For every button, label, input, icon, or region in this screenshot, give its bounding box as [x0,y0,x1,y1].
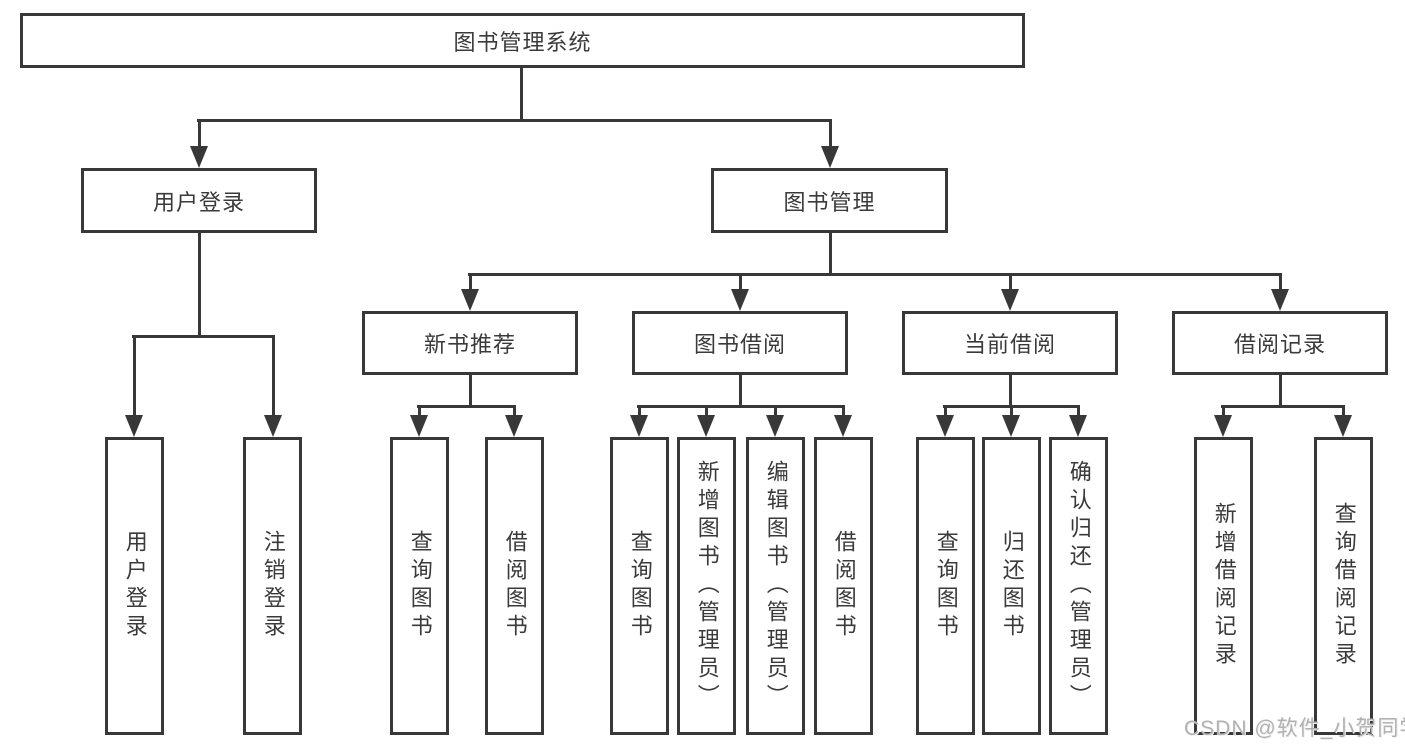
arrowhead-down-icon [697,415,715,437]
leaf-label: 新增借阅记录 [1211,502,1237,670]
arrowhead-down-icon [1334,415,1352,437]
leaf-label: 用户登录 [122,530,148,642]
leaf-label: 查询借阅记录 [1331,502,1357,670]
node-library-management-system: 图书管理系统 [20,13,1025,68]
node-leaf-add-book-admin: 新增图书（管理员） [677,437,736,735]
arrowhead-down-icon [1271,289,1289,311]
arrowhead-down-icon [1001,289,1019,311]
connector-vline [828,231,832,276]
connector-arrow-shaft [468,273,472,293]
arrowhead-down-icon [190,146,208,168]
connector-arrow-shaft [132,335,136,419]
connector-vline [738,373,742,408]
leaf-label: 借阅图书 [831,530,857,642]
connector-arrow-shaft [271,335,275,419]
arrowhead-down-icon [936,415,954,437]
connector-hline [468,273,1282,276]
leaf-label: 注销登录 [260,530,286,642]
node-leaf-user-login: 用户登录 [105,437,164,735]
connector-hline [197,119,832,122]
connector-vline [468,373,472,408]
arrowhead-down-icon [630,415,648,437]
arrowhead-down-icon [410,415,428,437]
arrowhead-down-icon [125,415,143,437]
node-current-borrow: 当前借阅 [902,311,1118,375]
arrowhead-down-icon [505,415,523,437]
connector-vline [197,231,201,338]
connector-vline [1278,373,1282,408]
connector-arrow-shaft [943,405,947,419]
node-leaf-query-books-2: 查询图书 [610,437,669,735]
leaf-label: 查询图书 [627,530,653,642]
leaf-label: 确认归还（管理员） [1066,460,1092,712]
connector-arrow-shaft [828,119,832,150]
leaf-label: 借阅图书 [502,530,528,642]
node-book-borrow: 图书借阅 [632,311,848,375]
connector-hline [417,405,516,408]
connector-arrow-shaft [637,405,641,419]
connector-vline [519,65,523,122]
node-leaf-query-books-1: 查询图书 [390,437,449,735]
connector-hline [637,405,845,408]
arrowhead-down-icon [821,146,839,168]
connector-arrow-shaft [1341,405,1345,419]
node-leaf-logout: 注销登录 [243,437,302,735]
connector-hline [132,335,275,338]
connector-arrow-shaft [738,273,742,293]
arrowhead-down-icon [264,415,282,437]
node-leaf-confirm-return-admin: 确认归还（管理员） [1049,437,1108,735]
node-book-management: 图书管理 [711,168,948,233]
connector-arrow-shaft [704,405,708,419]
watermark: CSDN @软件_小贺同学 [1184,717,1405,740]
arrowhead-down-icon [766,415,784,437]
leaf-label: 归还图书 [999,530,1025,642]
node-user-login: 用户登录 [81,168,317,233]
connector-hline [1221,405,1345,408]
connector-vline [1008,373,1012,408]
node-leaf-add-borrow-record: 新增借阅记录 [1194,437,1253,735]
node-leaf-borrow-books-2: 借阅图书 [814,437,873,735]
connector-arrow-shaft [1221,405,1225,419]
connector-arrow-shaft [1008,273,1012,293]
connector-arrow-shaft [1076,405,1080,419]
connector-arrow-shaft [197,119,201,150]
node-leaf-edit-book-admin: 编辑图书（管理员） [746,437,805,735]
connector-arrow-shaft [1278,273,1282,293]
arrowhead-down-icon [1214,415,1232,437]
connector-arrow-shaft [841,405,845,419]
arrowhead-down-icon [731,289,749,311]
leaf-label: 新增图书（管理员） [694,460,720,712]
node-leaf-query-borrow-record: 查询借阅记录 [1314,437,1373,735]
node-new-book-recommend: 新书推荐 [362,311,578,375]
node-leaf-query-books-3: 查询图书 [916,437,975,735]
arrowhead-down-icon [834,415,852,437]
arrowhead-down-icon [1002,415,1020,437]
connector-arrow-shaft [417,405,421,419]
node-leaf-return-book: 归还图书 [982,437,1041,735]
arrowhead-down-icon [1069,415,1087,437]
connector-arrow-shaft [1009,405,1013,419]
node-leaf-borrow-books-1: 借阅图书 [485,437,544,735]
connector-arrow-shaft [773,405,777,419]
connector-arrow-shaft [512,405,516,419]
leaf-label: 查询图书 [407,530,433,642]
node-borrow-records: 借阅记录 [1172,311,1388,375]
leaf-label: 编辑图书（管理员） [763,460,789,712]
leaf-label: 查询图书 [933,530,959,642]
arrowhead-down-icon [461,289,479,311]
